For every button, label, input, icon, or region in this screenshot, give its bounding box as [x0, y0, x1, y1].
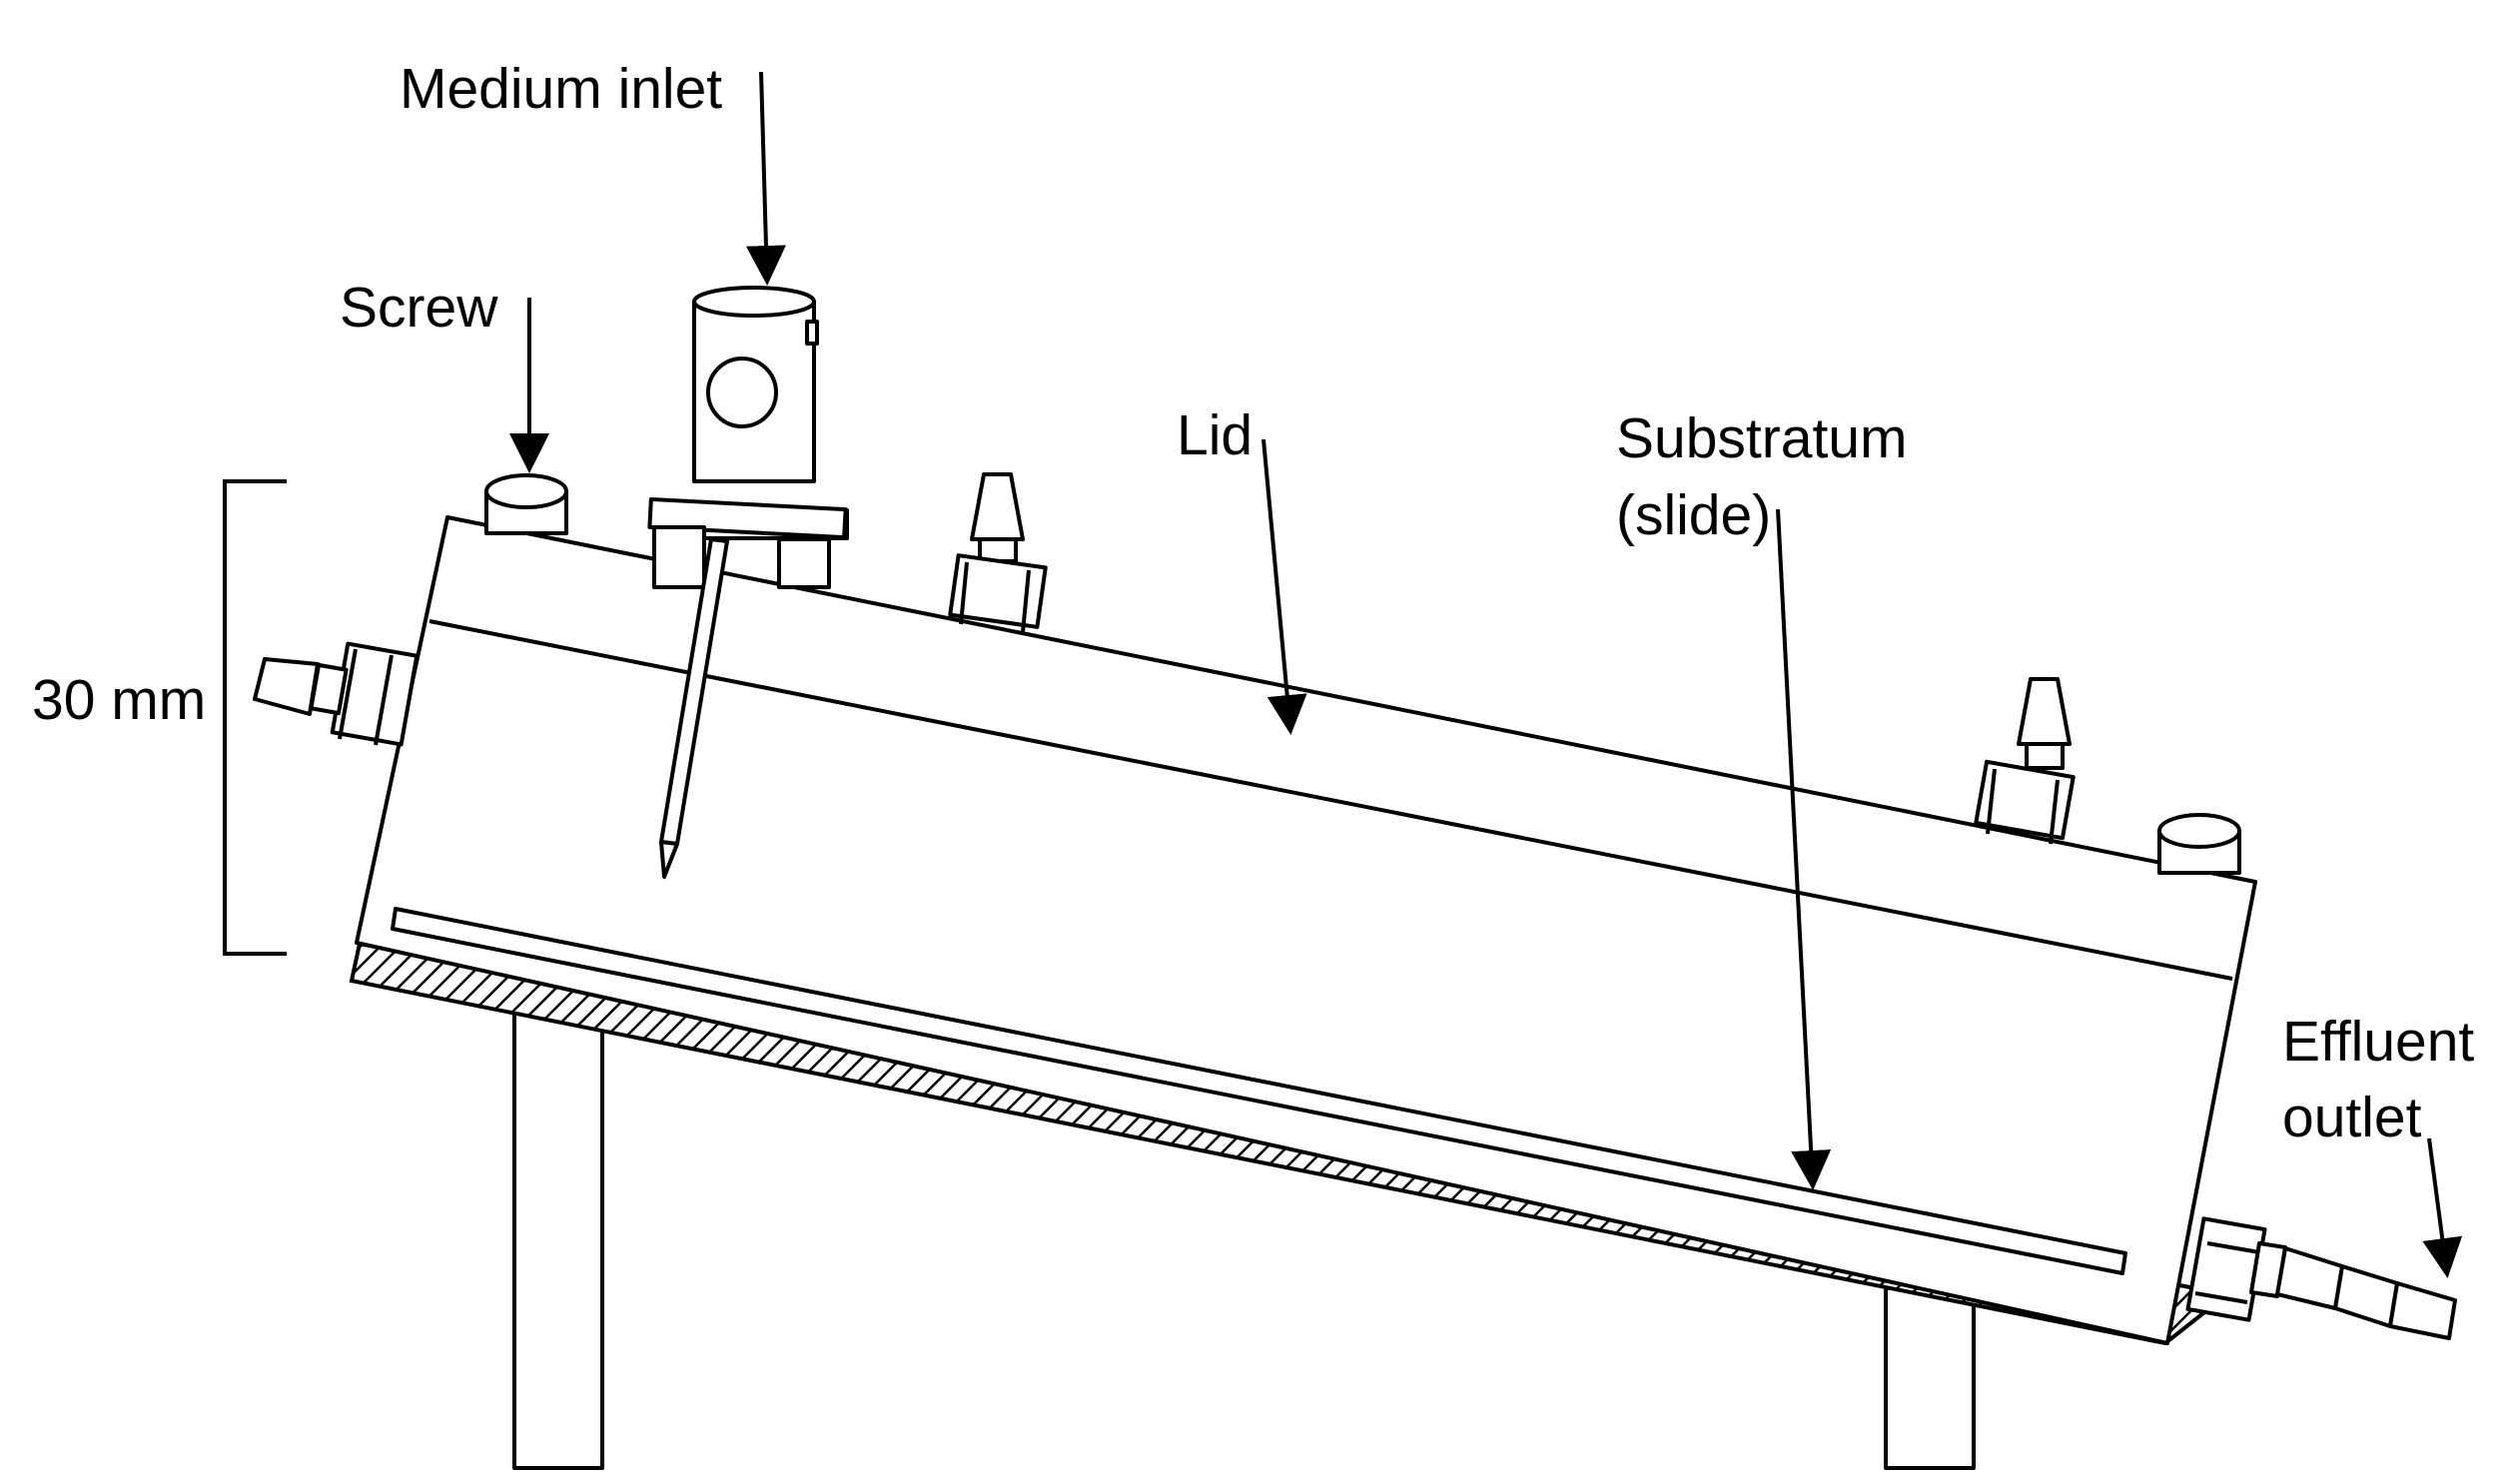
- chamber-body: [355, 515, 2257, 1345]
- dimension-bracket: [223, 479, 287, 956]
- medium-inlet-arrow: [745, 71, 786, 286]
- substratum-label: Substratum: [1616, 406, 1907, 470]
- left-side-hose-fitting: [253, 641, 420, 747]
- top-hose-fitting-left: [948, 472, 1048, 633]
- substratum-arrow: [1776, 508, 1832, 1190]
- lid-label: Lid: [1177, 403, 1253, 467]
- effluent-hose-fitting: [2185, 1216, 2457, 1340]
- lid-line: [428, 619, 2233, 981]
- support-legs: [512, 997, 1976, 1470]
- left-screw: [484, 473, 568, 535]
- top-hose-fitting-right: [1974, 677, 2076, 845]
- substratum-sublabel: (slide): [1616, 483, 1771, 547]
- lid-arrow: [1261, 438, 1307, 735]
- substratum-slide: [391, 907, 2127, 1275]
- medium-inlet-probe: [647, 286, 849, 879]
- effluent-label: Effluent: [2282, 1010, 2474, 1074]
- right-screw: [2157, 813, 2241, 875]
- right-leg: [1884, 1286, 1976, 1470]
- screw-label: Screw: [340, 276, 498, 340]
- outlet-label: outlet: [2282, 1086, 2422, 1149]
- medium-inlet-label: Medium inlet: [400, 57, 722, 121]
- effluent-outlet-arrow: [2422, 1137, 2463, 1278]
- dimension-label: 30 mm: [32, 668, 206, 732]
- left-leg: [512, 997, 604, 1470]
